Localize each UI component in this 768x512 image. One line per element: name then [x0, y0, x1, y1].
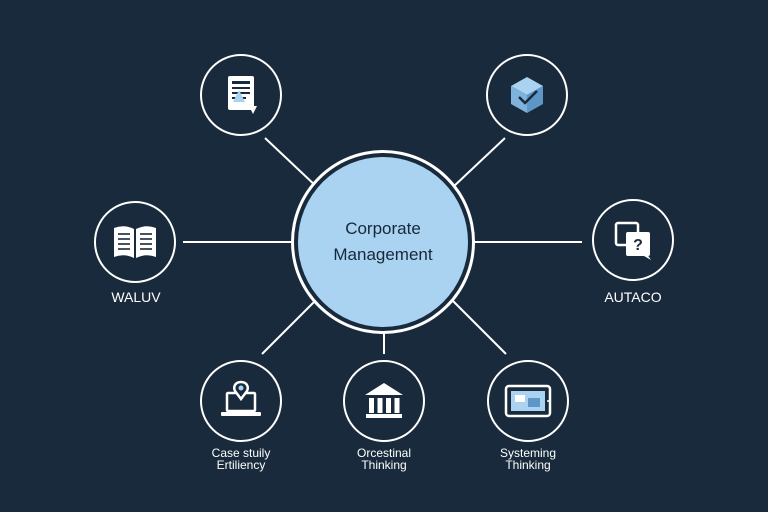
connector-bottom-left	[261, 297, 319, 355]
question-cards-icon: ?	[614, 221, 651, 260]
center-label-line1: Corporate	[345, 219, 421, 238]
caption-bottom-right-line1: Systeming	[499, 446, 557, 460]
caption-bottom-left-line1: Case stuily	[211, 446, 271, 460]
svg-text:?: ?	[633, 237, 643, 254]
node-right: ?	[592, 199, 674, 281]
cube-icon	[511, 77, 543, 113]
caption-bottom-center-line1: Orcestinal	[356, 446, 412, 460]
institution-icon	[365, 383, 403, 418]
node-bottom-right	[487, 360, 569, 442]
connector-top-left	[264, 137, 319, 189]
caption-right: AUTACO	[573, 290, 693, 304]
node-top-left	[200, 54, 282, 136]
caption-left: WALUV	[76, 290, 196, 304]
caption-bottom-right: Systeming Thinking	[468, 447, 588, 471]
center-label-line2: Management	[333, 245, 433, 264]
caption-bottom-right-line2: Thinking	[505, 458, 551, 472]
connector-bottom-right	[449, 297, 507, 355]
node-left	[94, 201, 176, 283]
open-book-icon	[114, 226, 156, 258]
caption-left-line1: WALUV	[111, 289, 161, 305]
node-top-right	[486, 54, 568, 136]
caption-bottom-center-line2: Thinking	[361, 458, 407, 472]
connector-top-right	[451, 137, 506, 189]
center-node: Corporate Management	[298, 157, 468, 327]
center-label: Corporate Management	[313, 216, 453, 268]
document-icon	[228, 76, 257, 114]
node-bottom-center	[343, 360, 425, 442]
laptop-pin-icon	[221, 380, 261, 416]
caption-bottom-left: Case stuily Ertiliency	[181, 447, 301, 471]
node-bottom-left	[200, 360, 282, 442]
caption-right-line1: AUTACO	[604, 289, 662, 305]
caption-bottom-center: Orcestinal Thinking	[324, 447, 444, 471]
caption-bottom-left-line2: Ertiliency	[216, 458, 266, 472]
tablet-icon	[504, 384, 552, 418]
